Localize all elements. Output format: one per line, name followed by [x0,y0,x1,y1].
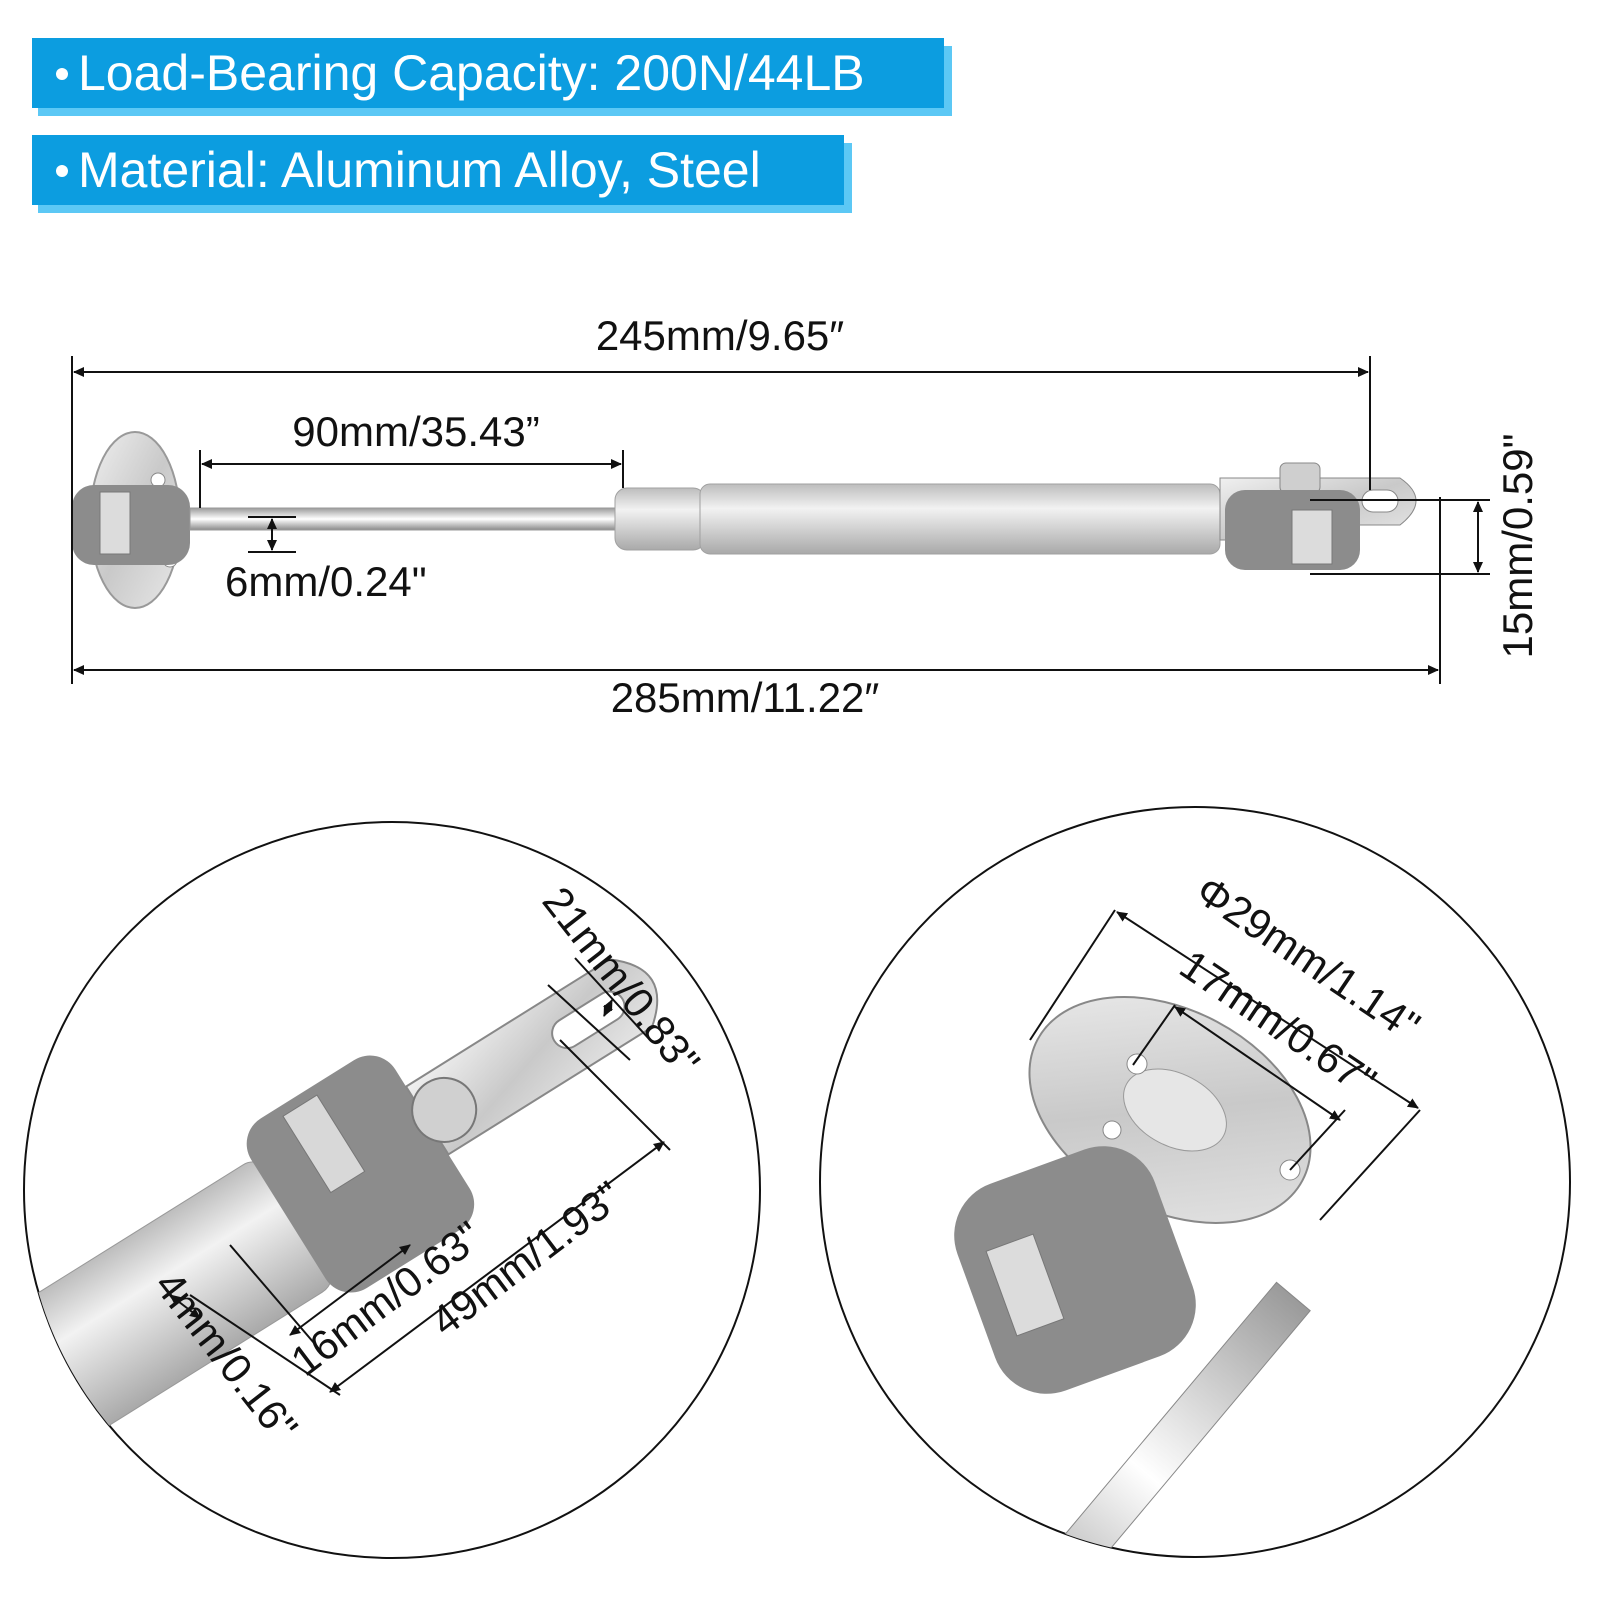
bullet-icon [56,67,68,80]
piston-rod [189,507,616,531]
cylinder-collar [614,487,706,551]
gas-strut [72,431,1417,609]
material-text: Material: Aluminum Alloy, Steel [78,142,761,198]
stroke-length-label: 90mm/35.43” [292,408,539,455]
dimension-lines [71,356,1490,684]
material-badge: Material: Aluminum Alloy, Steel [32,135,852,213]
overall-bracket-length-label: 245mm/9.65″ [596,312,844,359]
capacity-badge: Load-Bearing Capacity: 200N/44LB [32,38,952,116]
left-end-cap [72,485,190,565]
body-diameter-label: 15mm/0.59" [1494,433,1541,658]
rod-diameter-label: 6mm/0.24" [225,558,427,605]
bullet-icon [56,164,68,177]
capacity-text: Load-Bearing Capacity: 200N/44LB [78,45,865,101]
overall-length-label: 285mm/11.22″ [611,674,880,721]
cylinder-body [699,483,1221,555]
